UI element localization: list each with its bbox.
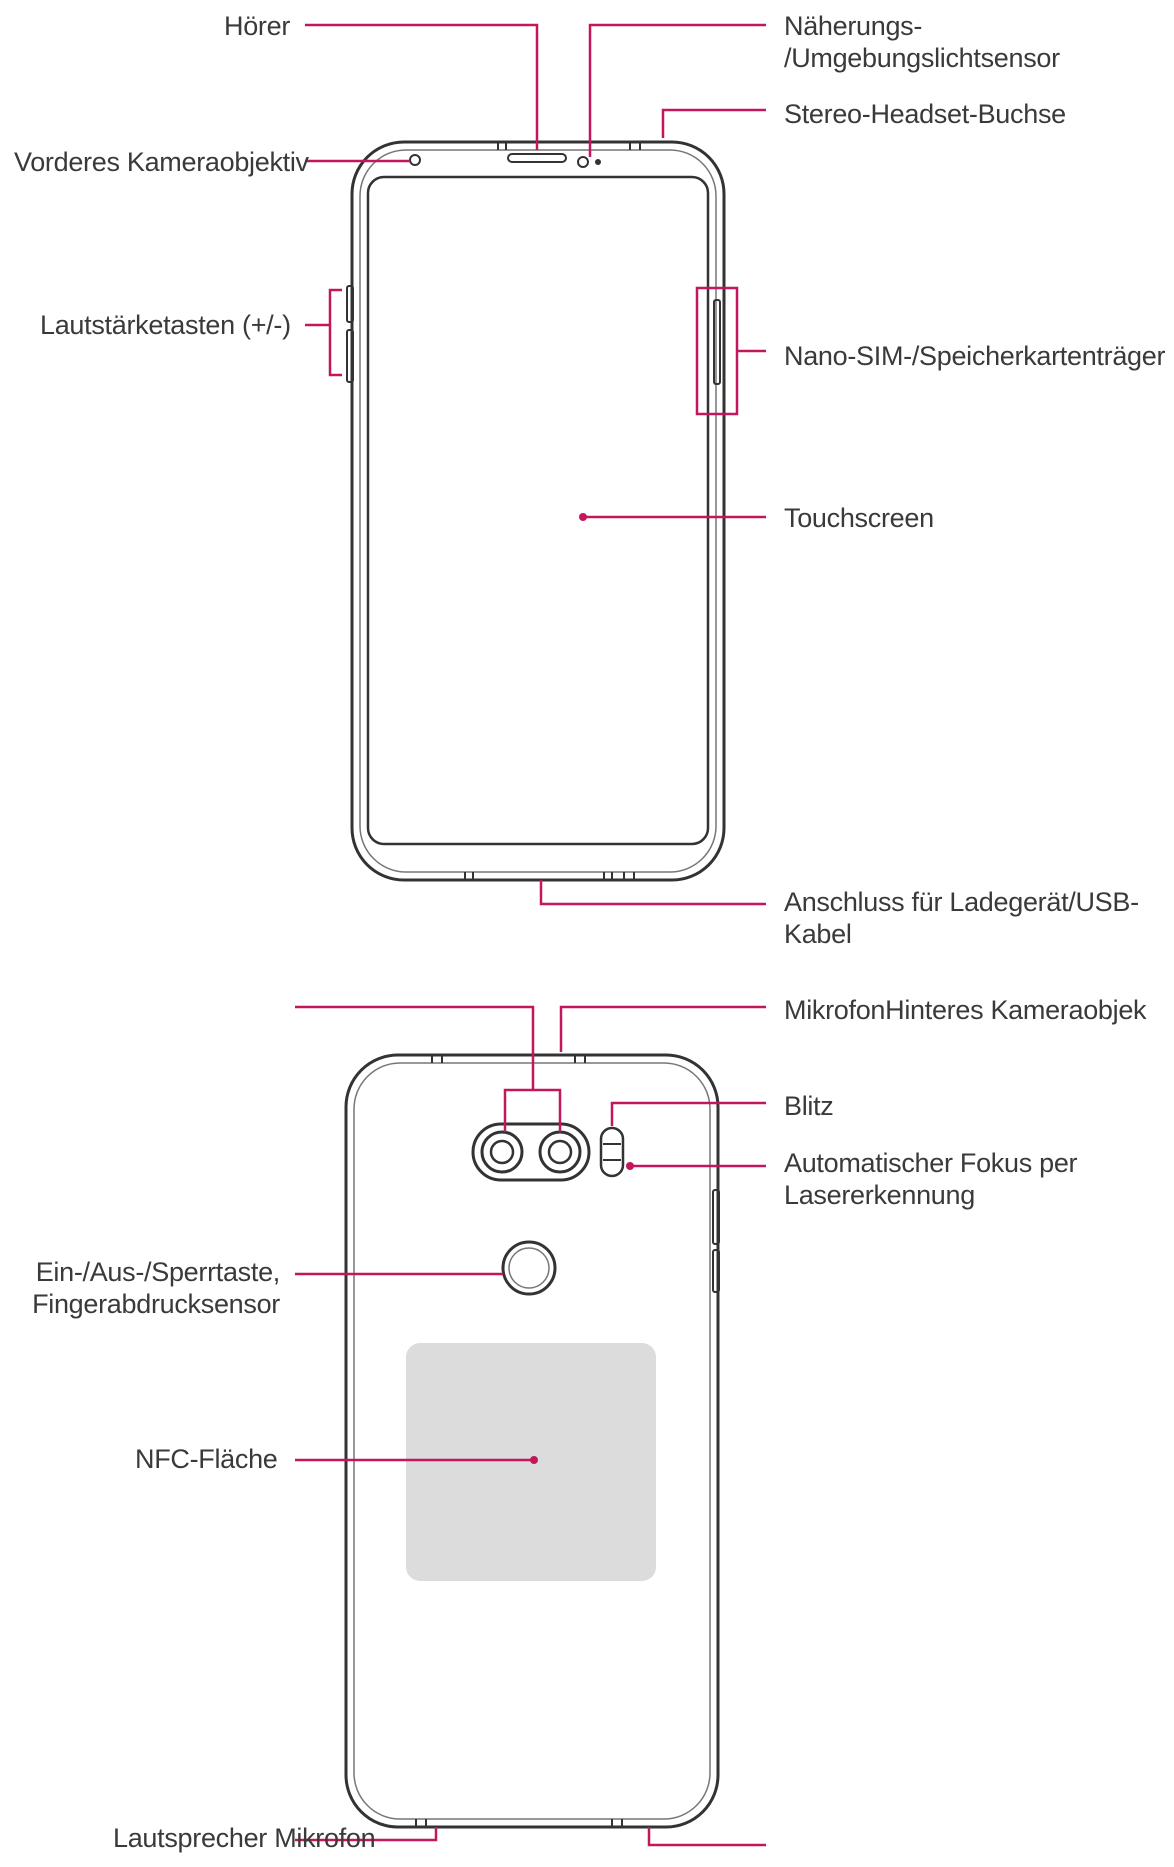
label-laser-af: Automatischer Fokus per Lasererkennung: [784, 1147, 1078, 1211]
label-proximity-sensor-line1: Näherungs-: [784, 11, 923, 41]
label-mic-rear-camera: MikrofonHinteres Kameraobjek: [784, 995, 1147, 1025]
label-proximity-sensor-line2: /Umgebungslichtsensor: [784, 43, 1060, 73]
label-power-fingerprint-line2: Fingerabdrucksensor: [32, 1289, 280, 1319]
label-power-fingerprint: Ein-/Aus-/Sperrtaste, Fingerabdrucksenso…: [14, 1256, 280, 1320]
label-usb-port-line2: Kabel: [784, 919, 852, 949]
label-proximity-sensor: Näherungs- /Umgebungslichtsensor: [784, 10, 1060, 74]
label-nfc: NFC-Fläche: [135, 1444, 278, 1474]
label-headset-jack: Stereo-Headset-Buchse: [784, 99, 1066, 129]
label-usb-port-line1: Anschluss für Ladegerät/USB-: [784, 887, 1139, 917]
label-power-fingerprint-line1: Ein-/Aus-/Sperrtaste,: [35, 1257, 281, 1287]
callout-lines: [295, 23, 766, 1847]
callout-dots: [530, 513, 634, 1464]
front-phone: [346, 140, 726, 882]
label-speaker-mic: Lautsprecher Mikrofon: [113, 1823, 376, 1853]
label-touchscreen: Touchscreen: [784, 503, 934, 533]
label-flash: Blitz: [784, 1091, 834, 1121]
label-hoerer: Hörer: [224, 11, 291, 41]
label-sim-tray: Nano-SIM-/Speicherkartenträger: [784, 341, 1166, 371]
label-laser-af-line1: Automatischer Fokus per: [784, 1148, 1078, 1178]
label-front-camera: Vorderes Kameraobjektiv: [14, 147, 309, 177]
label-volume-keys: Lautstärketasten (+/-): [40, 310, 291, 340]
label-laser-af-line2: Lasererkennung: [784, 1180, 975, 1210]
label-usb-port: Anschluss für Ladegerät/USB- Kabel: [784, 886, 1139, 950]
